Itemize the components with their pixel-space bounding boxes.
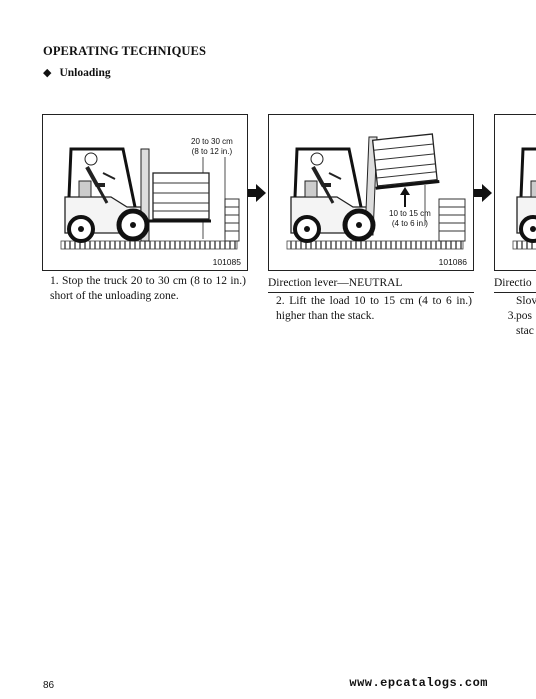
step-number: 2. [276, 295, 285, 307]
next-step-arrow-icon [256, 184, 266, 202]
next-step-arrow-icon [482, 184, 492, 202]
figure-number: 101086 [438, 257, 467, 267]
step-number: 1. [50, 275, 59, 287]
section-title: OPERATING TECHNIQUES [43, 44, 207, 58]
step-3-condition: Directio [494, 276, 536, 293]
dimension-label: 10 to 15 cm (4 to 6 in.) [389, 209, 431, 229]
dimension-imperial: (4 to 6 in.) [391, 219, 428, 228]
step-2-caption: 2. Lift the load 10 to 15 cm (4 to 6 in.… [276, 294, 472, 324]
dimension-imperial: (8 to 12 in.) [191, 147, 233, 156]
step-3-caption: 3. Slov pos stac [502, 294, 536, 339]
arrow-stem [248, 189, 256, 197]
dimension-label: 20 to 30 cm (8 to 12 in.) [191, 137, 233, 157]
figure-lift-load: 10 to 15 cm (4 to 6 in.) 101086 [268, 114, 474, 271]
forklift-illustration-3 [512, 147, 536, 250]
step-text: Stop the truck 20 to 30 cm (8 to 12 in.)… [50, 275, 246, 302]
step-1-caption: 1. Stop the truck 20 to 30 cm (8 to 12 i… [50, 274, 246, 304]
figure-number: 101085 [212, 257, 241, 267]
figure-next-step [494, 114, 536, 271]
watermark: www.epcatalogs.com [349, 676, 488, 690]
step-number: 3. [507, 310, 517, 322]
step-2-condition: Direction lever—NEUTRAL [268, 276, 474, 293]
figure-stop-truck: 20 to 30 cm (8 to 12 in.) 101085 [42, 114, 248, 271]
forklift-illustration-2 [286, 133, 466, 250]
step-text: Slov pos stac [516, 295, 536, 337]
forklift-illustration-1 [60, 147, 240, 250]
subsection-heading: ◆ Unloading [43, 66, 111, 80]
step-text: Lift the load 10 to 15 cm (4 to 6 in.) h… [276, 295, 472, 322]
dimension-metric: 20 to 30 cm [191, 137, 233, 146]
dimension-metric: 10 to 15 cm [389, 209, 431, 218]
subsection-title: Unloading [59, 66, 111, 79]
arrow-stem [474, 189, 482, 197]
diamond-bullet-icon: ◆ [43, 67, 52, 79]
page-number: 86 [43, 680, 55, 691]
